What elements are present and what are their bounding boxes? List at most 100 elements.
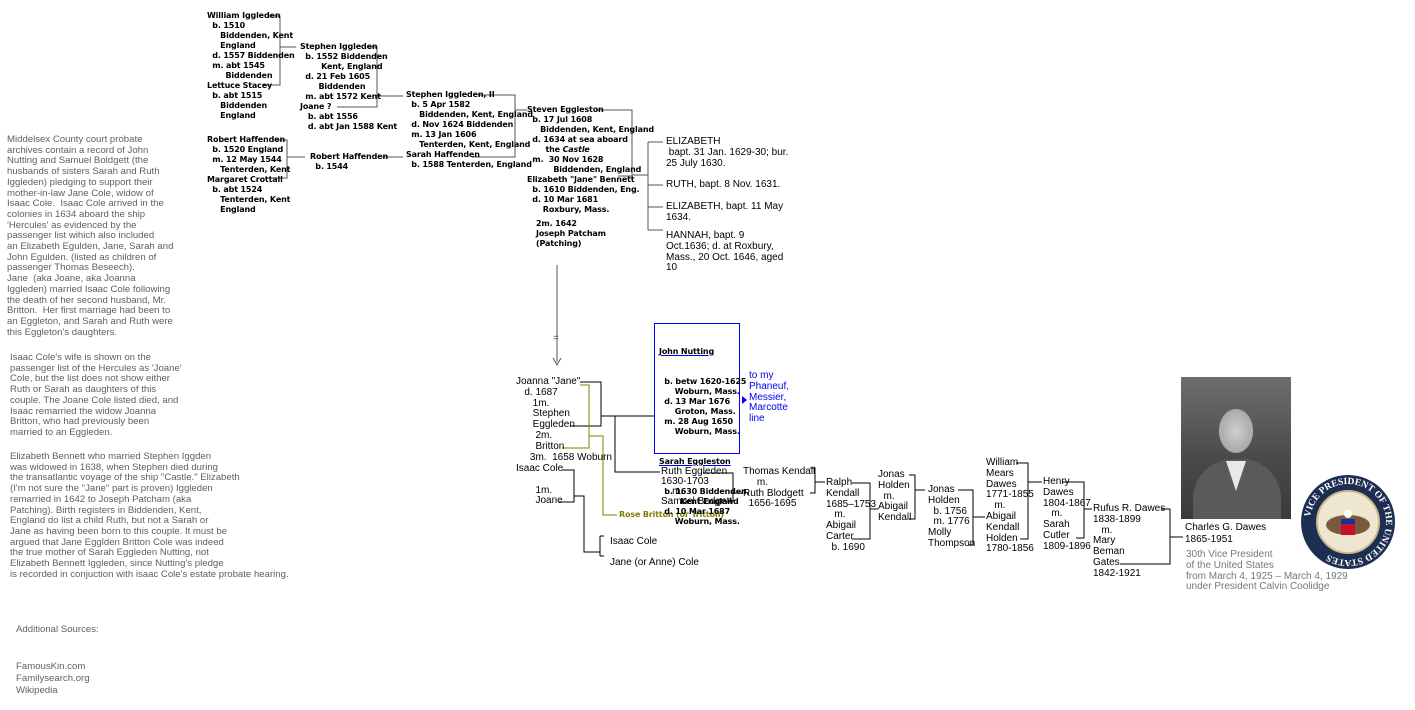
text-line: England do list a child Ruth, but not a … <box>10 515 209 527</box>
text-line: Dawes <box>986 478 1017 490</box>
text-line: Holden <box>986 532 1018 544</box>
text-line: is recorded in conjuction with isaac Col… <box>10 568 289 580</box>
person-isaac-cole: Isaac Cole 1m. Joane <box>516 463 564 507</box>
text-line: 2m. <box>516 429 553 441</box>
text-line: Britton. Her first marriage had been to <box>7 305 171 317</box>
text-line: Kendall <box>986 521 1020 533</box>
text-line[interactable]: to my <box>749 370 774 381</box>
text-line: ELIZABETH <box>666 136 721 147</box>
text-line: Ruth Blodgett <box>743 487 804 499</box>
text-line: 1685–1753 <box>826 498 877 510</box>
text-line: Molly <box>928 527 952 539</box>
text-line: Isaac Cole <box>610 536 658 547</box>
text-line: 1804-1867 <box>1043 497 1091 509</box>
text-line: Robert Haffenden <box>207 135 285 144</box>
text-line: Cutler <box>1043 529 1070 541</box>
text-line: Steven Eggleston <box>527 105 604 114</box>
text-line: John Egulden. (listed as children of <box>7 251 157 263</box>
text-line: 1m. <box>516 397 550 409</box>
text-line: Kendall <box>826 487 860 499</box>
text-line: Biddenden, Kent <box>207 31 294 40</box>
text-line: FamousKin.com <box>16 661 86 673</box>
text-line: d. 10 Mar 1681 <box>527 195 598 204</box>
person-joanna-jane: Joanna "Jane" d. 1687 1m. Stephen Eggled… <box>516 376 612 463</box>
text-line: m. abt 1545 <box>207 61 265 70</box>
text-line: b. 17 Jul 1608 <box>527 115 593 124</box>
text-line: Groton, Mass. <box>659 407 736 416</box>
text-line: 30th Vice President <box>1186 549 1273 560</box>
text-line: Abigail <box>986 510 1017 522</box>
text-line: b. abt 1515 <box>207 91 263 100</box>
text-line: Stephen Iggleden <box>300 42 378 51</box>
text-line: Margaret Crottall <box>207 175 283 184</box>
text-line: William <box>986 457 1019 468</box>
text-line: Eggleden <box>516 419 575 431</box>
tree-connector-lines <box>263 15 1183 565</box>
text-line: Biddenden, Kent, England <box>406 110 533 119</box>
text-line: b. 1610 Biddenden, Eng. <box>527 185 640 194</box>
text-line: Britton <box>516 440 565 452</box>
nutting-box-text: John Nutting b. betw 1620-1625 Woburn, M… <box>659 327 750 537</box>
child-elizabeth-1: ELIZABETH bapt. 31 Jan. 1629-30; bur.25 … <box>666 136 788 169</box>
text-line: England <box>207 205 256 214</box>
text-line: Woburn, Mass. <box>659 517 740 526</box>
text-line: Holden <box>878 479 910 491</box>
text-line: b. 1552 Biddenden <box>300 52 388 61</box>
person-steven-eggleston: Steven Eggleston b. 17 Jul 1608 Biddende… <box>527 105 654 215</box>
text-line: 1630-1703 <box>661 476 709 487</box>
person-william-iggleden: William Iggleden b. 1510 Biddenden, Kent… <box>207 11 295 121</box>
text-line: from March 4, 1925 – March 4, 1929 <box>1186 570 1348 582</box>
text-line: Iggleden) married Isaac Cole following <box>7 283 171 295</box>
text-line <box>516 475 563 486</box>
text-line: under President Calvin Coolidge <box>1186 581 1330 593</box>
text-line: Roxbury, Mass. <box>527 205 610 214</box>
text-line: d. 21 Feb 1605 <box>300 72 370 81</box>
text-line: b. 1510 <box>207 21 246 30</box>
text-line: 1838-1899 <box>1093 513 1141 525</box>
text-line: passenger Thomas Beseech). <box>7 262 135 274</box>
text-line: Samuel Bodgett <box>661 496 733 507</box>
text-line: Kent, England <box>300 62 383 71</box>
text-line[interactable]: line <box>749 413 765 425</box>
text-line: Jane (aka Joane, aka Joanna <box>7 273 136 285</box>
text-line: 1780-1856 <box>986 543 1034 555</box>
text-line: couple. The Joane Cole listed died, and <box>10 394 179 406</box>
text-line[interactable]: Phaneuf, <box>749 380 790 392</box>
text-line: m. 13 Jan 1606 <box>406 130 477 139</box>
text-line: d. Nov 1624 Biddenden <box>406 120 514 129</box>
equals-mark: = <box>553 333 559 344</box>
text-line: Mears <box>986 467 1014 479</box>
text-line: b. 1630 Biddenden, <box>659 487 750 496</box>
text-line: RUTH, bapt. 8 Nov. 1631. <box>666 179 781 190</box>
text-line: William Iggleden <box>207 11 281 20</box>
text-line: m. 30 Nov 1628 <box>527 155 604 164</box>
text-line: d. abt Jan 1588 Kent <box>300 122 398 131</box>
text-line: (Patching) <box>536 239 582 248</box>
text-line: Isaac Cole. Isaac Cole arrived in the <box>7 198 164 210</box>
text-line[interactable]: Messier, <box>749 391 787 403</box>
text-line: Ralph <box>826 477 853 488</box>
text-line: Biddenden <box>207 71 273 80</box>
text-line: Mary <box>1093 535 1116 547</box>
john-nutting-name: John Nutting <box>659 347 715 356</box>
john-nutting-details: b. betw 1620-1625 Woburn, Mass. d. 13 Ma… <box>659 377 749 437</box>
text-line: m. <box>743 476 768 488</box>
text-line: Dawes <box>1043 486 1074 498</box>
text-line: Sarah <box>1043 519 1070 531</box>
text-line: (I'm not sure the "Jane" part is proven)… <box>10 483 213 495</box>
text-line: Robert Haffenden <box>310 152 388 161</box>
text-line: this Eggleton's daughters. <box>7 326 118 338</box>
text-line: Kendall <box>878 512 912 524</box>
text-line: England <box>207 111 256 120</box>
text-line: Iggleden) pledging to support their <box>7 176 153 188</box>
text-line: Isaac Cole <box>516 463 564 474</box>
text-line: Stephen <box>516 408 570 420</box>
text-line[interactable]: Marcotte <box>749 402 788 414</box>
